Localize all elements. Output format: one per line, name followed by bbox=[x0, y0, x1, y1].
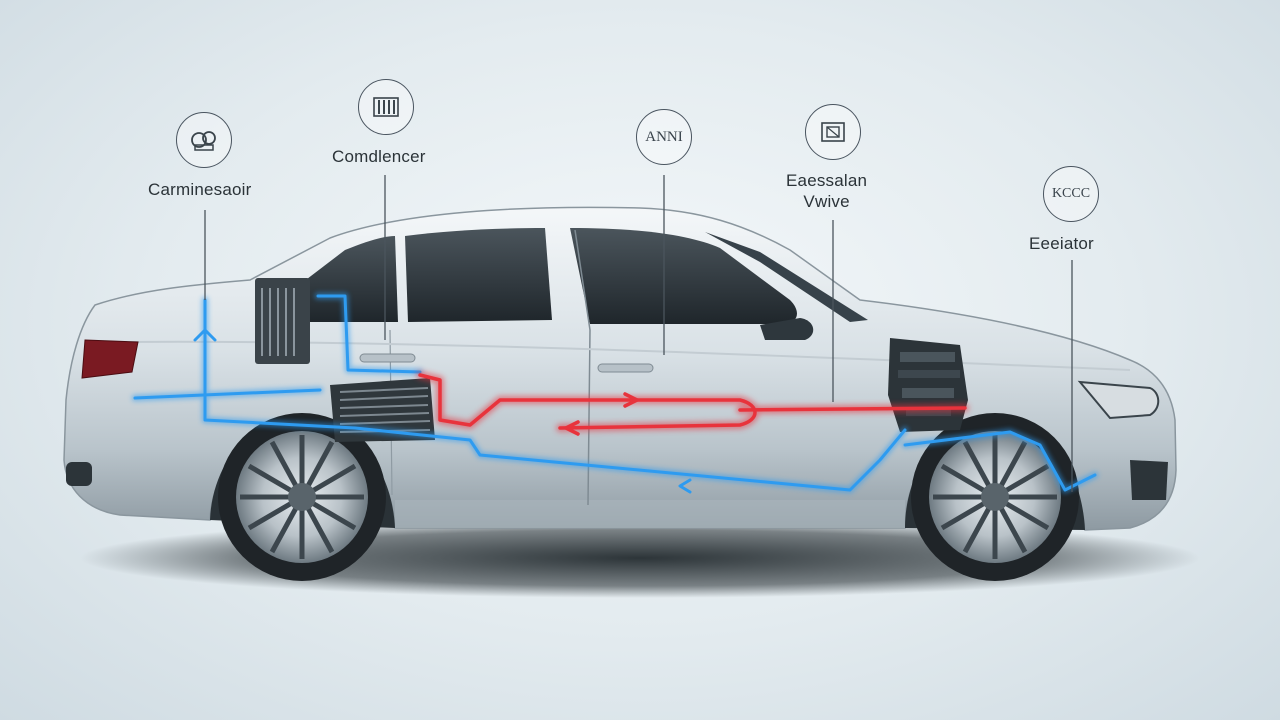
leader-lines bbox=[204, 175, 1073, 492]
front-wheel bbox=[911, 413, 1079, 581]
windshield bbox=[705, 232, 868, 322]
expansion-valve-label: Eaessalan Vwive bbox=[786, 171, 868, 211]
accumulator-unit bbox=[255, 278, 310, 364]
tail-light bbox=[81, 339, 139, 379]
front-door-handle bbox=[597, 363, 654, 373]
head-light bbox=[1077, 380, 1160, 420]
center-text-badge-icon: ANNI bbox=[636, 109, 692, 165]
evaporator-label: Eeeiator bbox=[1029, 234, 1094, 253]
low-pressure-line bbox=[131, 292, 1099, 494]
rocker-panel bbox=[395, 500, 905, 528]
door-seam-front bbox=[574, 229, 591, 506]
front-door-window bbox=[570, 228, 797, 324]
side-mirror bbox=[760, 318, 814, 340]
high-pressure-line bbox=[416, 371, 969, 436]
rear-door-window bbox=[405, 228, 552, 322]
condenser-label: Comdlencer bbox=[332, 147, 426, 166]
compressor-icon bbox=[176, 112, 232, 168]
rear-reflector bbox=[66, 462, 92, 486]
rear-wheel bbox=[218, 413, 386, 581]
evaporator-text-badge-icon: KCCC bbox=[1043, 166, 1099, 222]
engine-compressor-unit bbox=[888, 338, 968, 432]
rear-window bbox=[290, 236, 398, 322]
compressor-label: Carminesaoir bbox=[148, 180, 252, 199]
valve-icon bbox=[805, 104, 861, 160]
rear-door-handle bbox=[359, 353, 416, 363]
front-grille bbox=[1130, 460, 1168, 500]
condenser-icon bbox=[358, 79, 414, 135]
